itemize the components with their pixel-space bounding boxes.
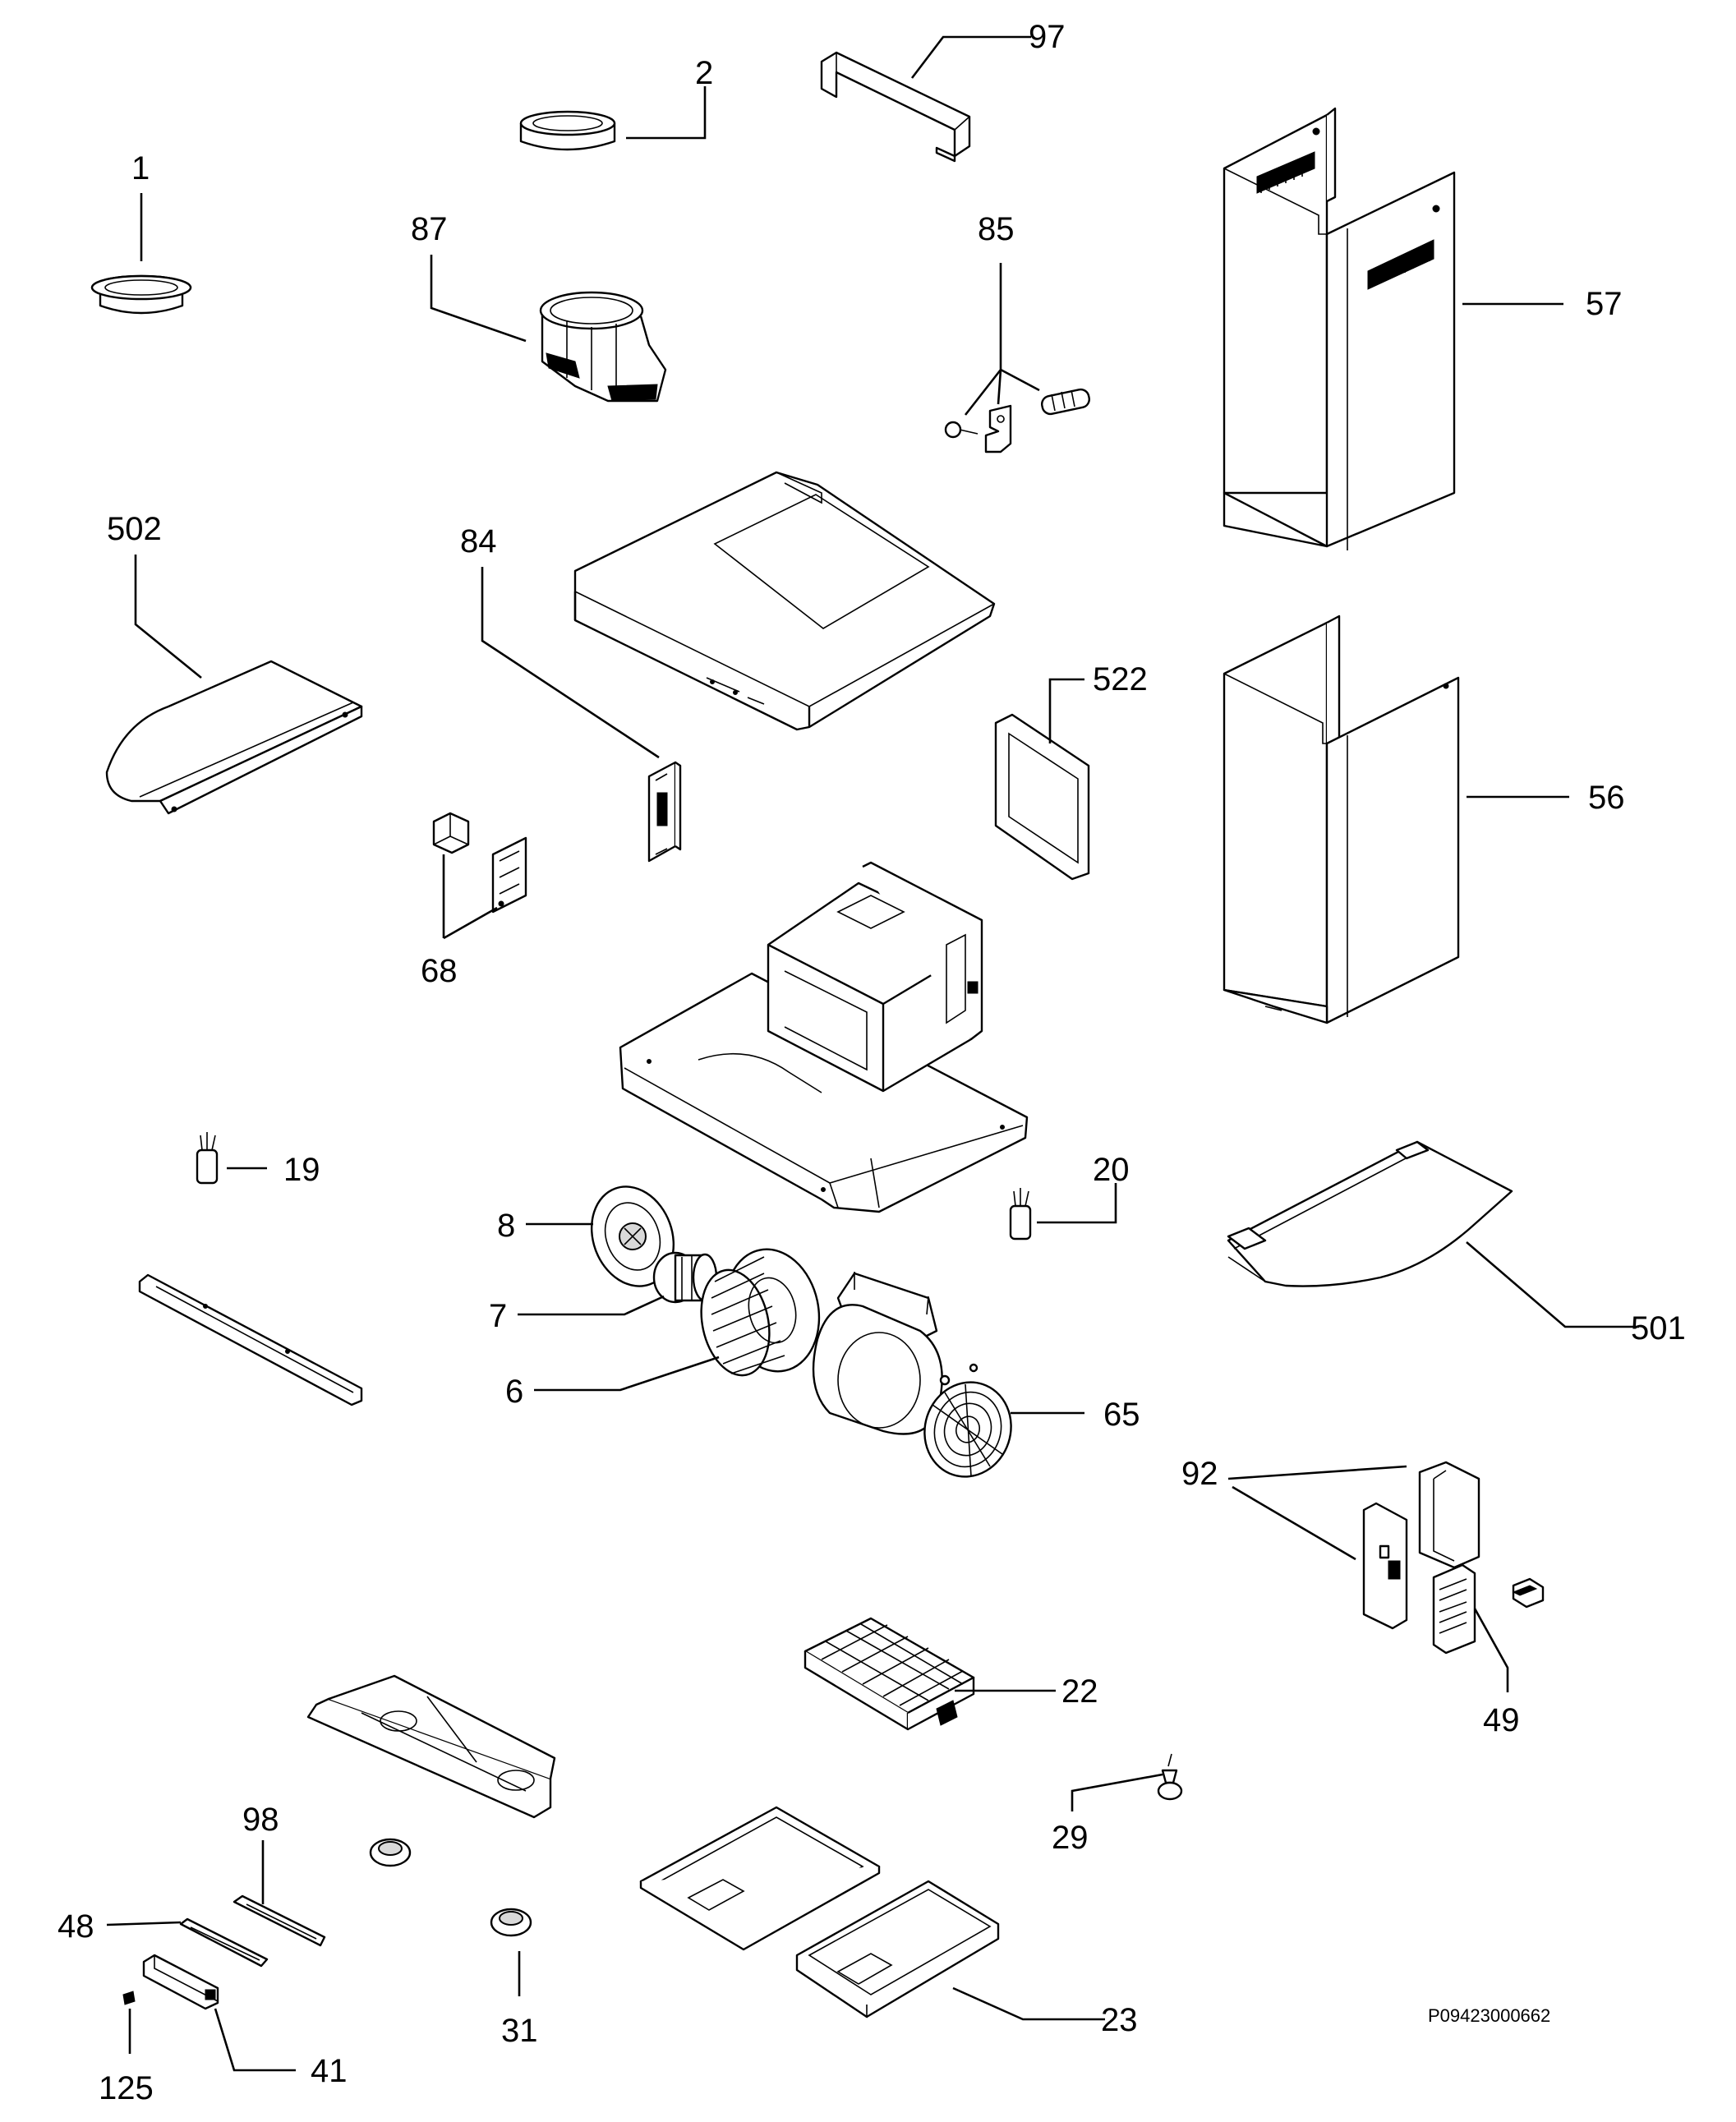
leader-41 [214,2008,296,2072]
callout-20: 20 [1093,1152,1130,1188]
callout-98: 98 [242,1802,279,1838]
leader-2 [626,86,707,140]
callout-49: 49 [1483,1702,1520,1738]
leader-23 [952,1986,1105,2021]
part-1-flange-ring [90,274,192,315]
part-501-filter-cover-right [1227,1140,1513,1287]
part-20-capacitor [1009,1188,1032,1241]
leader-68 [442,854,498,940]
part-31-lamp-holder [369,1838,532,1937]
part-84-switch-module [647,761,682,863]
callout-29: 29 [1052,1820,1089,1856]
callout-1: 1 [131,150,150,186]
part-65-fan-guard [923,1363,1012,1478]
callout-48: 48 [58,1908,94,1945]
leader-501 [1466,1241,1639,1328]
leader-92 [1227,1465,1407,1561]
part-522-filter-frame [994,713,1090,881]
part-19-capacitor [196,1132,219,1185]
part-502-filter-cover-left [105,660,363,815]
leader-84 [481,567,660,759]
drawing-code: P09423000662 [1428,2005,1550,2026]
part-6-fan-wheel [700,1248,821,1377]
part-8-motor-plate [590,1185,675,1287]
part-85-wall-bracket [944,388,1090,453]
leader-522 [1048,678,1084,743]
leader-29 [1071,1773,1163,1811]
part-41-lamp-holder [142,1954,219,2010]
part-23-grease-filters [639,1806,1000,2018]
callout-501: 501 [1631,1310,1686,1346]
leader-49 [1473,1608,1509,1692]
callout-97: 97 [1029,19,1066,55]
leader-6 [534,1356,720,1392]
callout-41: 41 [311,2053,348,2089]
callout-7: 7 [489,1298,507,1334]
callout-87: 87 [411,211,448,247]
part-2-ring [519,110,616,151]
fan-scroll-housing [812,1272,943,1435]
callout-23: 23 [1101,2002,1138,2038]
part-57-upper-chimney [1223,107,1456,550]
callout-8: 8 [497,1208,515,1244]
callout-2: 2 [695,55,713,91]
callout-6: 6 [505,1374,523,1410]
part-48-lamp-tube [179,1917,269,1968]
part-125-clip [122,1991,136,2005]
callout-502: 502 [107,511,162,547]
callout-22: 22 [1061,1673,1098,1710]
part-92-electronics-box [1362,1461,1545,1630]
hood-canopy [573,471,996,731]
leader-87 [430,255,527,343]
part-87-air-outlet [539,291,667,403]
lamp-support-plate [306,1674,556,1819]
callout-125: 125 [99,2070,154,2106]
callout-57: 57 [1586,286,1623,322]
callout-84: 84 [460,523,497,559]
part-29-screw [1157,1753,1183,1801]
callout-56: 56 [1588,780,1625,816]
callout-68: 68 [421,953,458,989]
part-98-lamp-cover [233,1894,326,1947]
part-56-lower-chimney [1223,615,1460,1024]
callout-92: 92 [1181,1456,1218,1492]
callout-19: 19 [283,1152,320,1188]
motor-housing-assembly [619,861,1029,1213]
leader-7 [518,1295,665,1316]
leader-97 [910,35,1031,79]
leader-48 [106,1921,182,1926]
callout-85: 85 [978,211,1015,247]
part-49-rating-label [1432,1563,1476,1655]
callout-65: 65 [1103,1397,1140,1433]
part-97-bracket [820,51,971,163]
leader-502 [134,555,202,679]
lamp-rail [138,1273,363,1406]
callout-31: 31 [501,2013,538,2049]
leader-20 [1037,1183,1117,1224]
part-68-connector-set [432,812,527,914]
part-22-carbon-filter [804,1617,975,1731]
callout-522: 522 [1093,661,1148,697]
leader-85 [964,263,1040,416]
